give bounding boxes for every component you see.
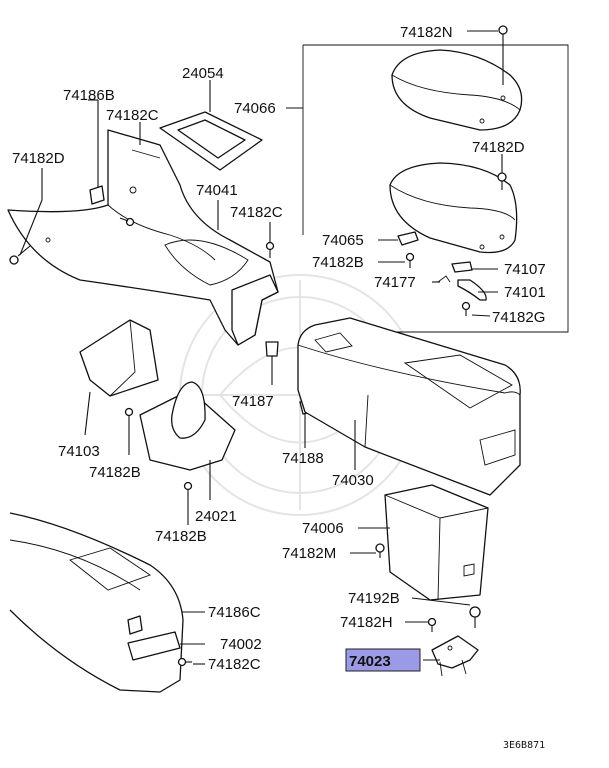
ashtray-74002 [127, 631, 181, 661]
label-74182B-a[interactable]: 74182B [312, 254, 364, 271]
label-74182N[interactable]: 74182N [400, 24, 453, 41]
clip-74107 [451, 261, 473, 273]
label-74101[interactable]: 74101 [504, 284, 546, 301]
label-74186C[interactable]: 74186C [208, 604, 261, 621]
label-74192B[interactable]: 74192B [348, 590, 400, 607]
label-74182H[interactable]: 74182H [340, 614, 393, 631]
bolt-74192B [469, 606, 481, 628]
shift-boot-part [139, 381, 236, 471]
shift-bezel-part [159, 111, 263, 171]
hinge-74101 [457, 279, 487, 301]
diagram-reference-code: 3E6B871 [503, 740, 545, 751]
screw-74182C-c [177, 657, 192, 667]
label-74182B-c[interactable]: 74182B [155, 528, 207, 545]
label-74182C-b[interactable]: 74182C [230, 204, 283, 221]
screw-74182N [498, 25, 508, 44]
label-24054[interactable]: 24054 [182, 65, 224, 82]
screw-74182C-b [265, 241, 275, 258]
screw-74182M [375, 543, 385, 558]
screw-74182H [427, 617, 437, 632]
spring-74177 [437, 275, 451, 283]
label-74041[interactable]: 74041 [196, 182, 238, 199]
label-74182B-b[interactable]: 74182B [89, 464, 141, 481]
label-74006[interactable]: 74006 [302, 520, 344, 537]
label-74186B[interactable]: 74186B [63, 87, 115, 104]
armrest-base-part [389, 162, 518, 254]
label-74002[interactable]: 74002 [220, 636, 262, 653]
storage-box-part [384, 484, 489, 601]
label-74182D-r[interactable]: 74182D [472, 139, 525, 156]
clip-74186B [89, 185, 105, 205]
label-24021[interactable]: 24021 [195, 508, 237, 525]
tray-part [79, 319, 159, 397]
leader-lines [19, 30, 504, 665]
label-74182D-l[interactable]: 74182D [12, 150, 65, 167]
highlight-74023 [345, 648, 421, 672]
label-74103[interactable]: 74103 [58, 443, 100, 460]
clip-74187 [265, 341, 279, 357]
screw-74182B-boot [183, 481, 193, 497]
label-74023[interactable]: 74023 [349, 653, 391, 670]
label-74182M[interactable]: 74182M [282, 545, 336, 562]
armrest-lid-part [391, 49, 523, 131]
screw-74182B-tray [124, 407, 134, 422]
part-labels: 74182N 24054 74186B 74066 74182C 74182D … [12, 24, 546, 673]
front-console-part [7, 129, 279, 346]
main-console-part [297, 317, 521, 496]
label-74065[interactable]: 74065 [322, 232, 364, 249]
screw-74182C-a [119, 217, 135, 227]
clip-74186C [127, 615, 143, 635]
label-74107[interactable]: 74107 [504, 261, 546, 278]
label-74030[interactable]: 74030 [332, 472, 374, 489]
label-74187[interactable]: 74187 [232, 393, 274, 410]
armrest-group-box [302, 44, 569, 333]
bracket-74023-part [431, 635, 479, 677]
label-74182C-c[interactable]: 74182C [208, 656, 261, 673]
label-74066[interactable]: 74066 [234, 100, 276, 117]
label-74182C-a[interactable]: 74182C [106, 107, 159, 124]
screw-74182B-box [405, 252, 415, 268]
label-74182G[interactable]: 74182G [492, 309, 545, 326]
screw-74182G [461, 301, 471, 316]
label-74177[interactable]: 74177 [374, 274, 416, 291]
clip-74065 [397, 231, 419, 246]
label-74188[interactable]: 74188 [282, 450, 324, 467]
